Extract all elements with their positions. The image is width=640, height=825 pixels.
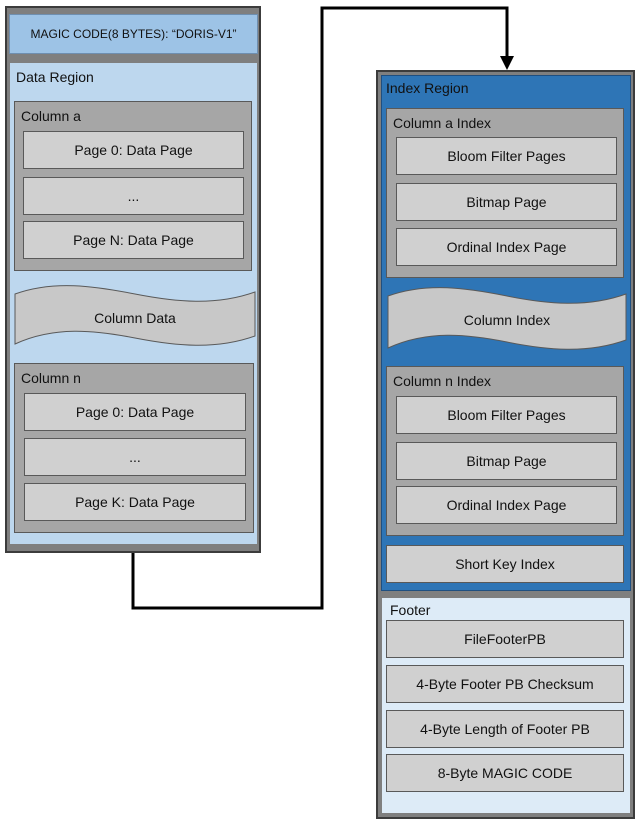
column-n-bitmap-page: Bitmap Page — [396, 442, 617, 480]
column-n-page-0: Page 0: Data Page — [24, 393, 246, 431]
index-region-title: Index Region — [386, 80, 469, 96]
column-n-ordinal-index-page: Ordinal Index Page — [396, 486, 617, 524]
footer-item-label: 4-Byte Footer PB Checksum — [416, 676, 594, 692]
column-a-bloom-filter-pages: Bloom Filter Pages — [396, 137, 617, 175]
column-n-bloom-filter-pages: Bloom Filter Pages — [396, 396, 617, 434]
column-n-index-title: Column n Index — [393, 373, 492, 389]
column-a-ordinal-index-page: Ordinal Index Page — [396, 228, 617, 266]
page-label: ... — [127, 188, 140, 204]
footer-item-label: 8-Byte MAGIC CODE — [437, 765, 573, 781]
footer-length: 4-Byte Length of Footer PB — [386, 710, 624, 748]
short-key-index: Short Key Index — [386, 545, 624, 583]
column-index-wave-shape — [387, 287, 627, 350]
footer-item-label: FileFooterPB — [464, 631, 546, 647]
connector-line — [131, 6, 509, 610]
column-index-label-box: Column Index — [387, 304, 627, 336]
footer-item-label: 4-Byte Length of Footer PB — [420, 721, 590, 737]
data-region-title: Data Region — [16, 69, 94, 85]
page-label: Page 0: Data Page — [74, 142, 193, 158]
short-key-index-label: Short Key Index — [455, 556, 555, 572]
page-label: ... — [129, 449, 141, 465]
column-index-label: Column Index — [463, 312, 551, 328]
page-label: Page K: Data Page — [75, 494, 195, 510]
column-data-label: Column Data — [94, 310, 176, 326]
page-label: Bloom Filter Pages — [447, 148, 566, 164]
page-label: Bitmap Page — [466, 453, 547, 469]
column-data-label-box: Column Data — [14, 302, 256, 334]
footer-file-footer-pb: FileFooterPB — [386, 620, 624, 658]
page-label: Ordinal Index Page — [446, 497, 567, 513]
column-a-page-0: Page 0: Data Page — [23, 131, 244, 169]
page-label: Bloom Filter Pages — [447, 407, 566, 423]
page-label: Ordinal Index Page — [446, 239, 567, 255]
magic-code-header: MAGIC CODE(8 BYTES): “DORIS-V1” — [9, 14, 258, 54]
page-label: Bitmap Page — [466, 194, 547, 210]
column-data-wave-shape — [14, 285, 256, 346]
column-a-title: Column a — [21, 108, 81, 124]
column-a-page-ellipsis: ... — [23, 177, 244, 215]
page-label: Page 0: Data Page — [75, 404, 195, 420]
column-n-page-ellipsis: ... — [24, 438, 246, 476]
magic-code-label: MAGIC CODE(8 BYTES): “DORIS-V1” — [30, 27, 237, 41]
column-a-page-n: Page N: Data Page — [23, 221, 244, 259]
column-a-bitmap-page: Bitmap Page — [396, 183, 617, 221]
column-a-index-title: Column a Index — [393, 115, 492, 131]
footer-title: Footer — [390, 602, 431, 618]
column-n-page-k: Page K: Data Page — [24, 483, 246, 521]
arrowhead-icon — [500, 56, 514, 70]
footer-checksum: 4-Byte Footer PB Checksum — [386, 665, 624, 703]
footer-magic-code: 8-Byte MAGIC CODE — [386, 754, 624, 792]
column-n-title: Column n — [21, 370, 81, 386]
page-label: Page N: Data Page — [73, 232, 194, 248]
